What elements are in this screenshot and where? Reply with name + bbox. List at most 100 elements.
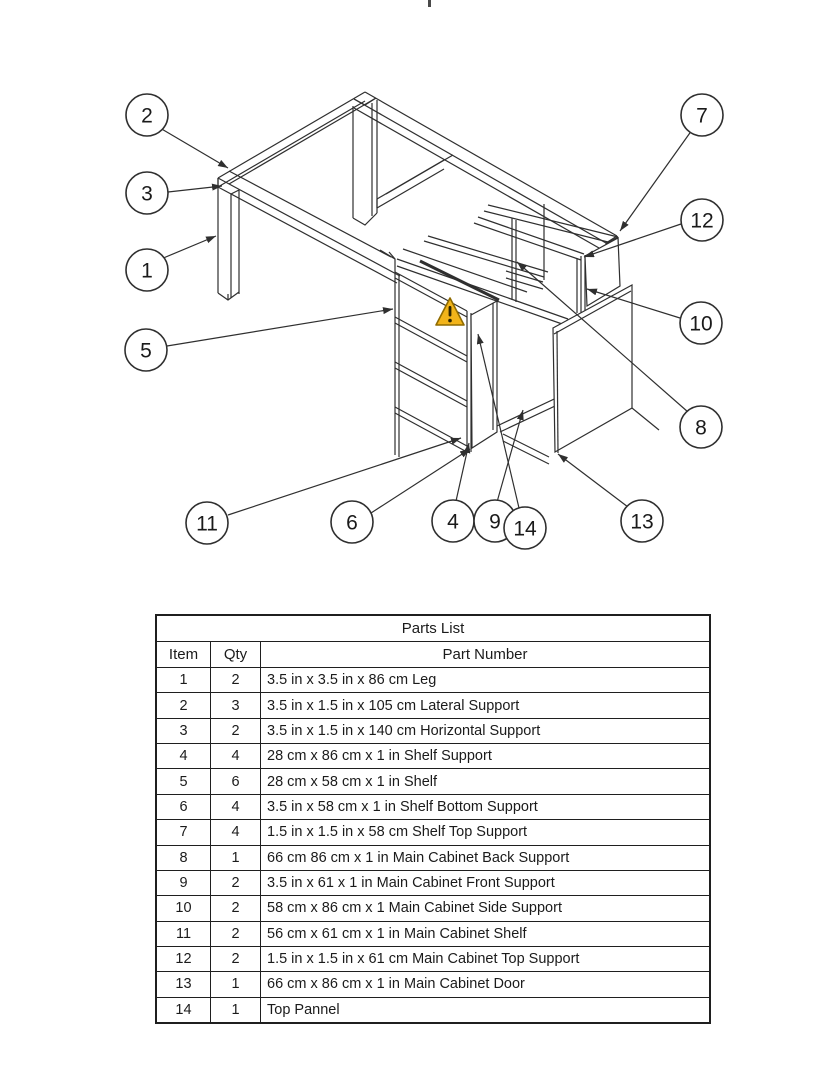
cabinet-door-panel: [552, 283, 633, 454]
leader-line-5: [166, 307, 394, 347]
cell-part-number: 28 cm x 86 cm x 1 in Shelf Support: [267, 748, 492, 765]
cell-item: 3: [157, 718, 211, 744]
cell-part-number: 3.5 in x 1.5 in x 105 cm Lateral Support: [267, 697, 520, 714]
svg-text:1: 1: [141, 260, 153, 283]
table-row: 5 6 28 cm x 58 cm x 1 in Shelf: [157, 769, 709, 795]
column-header-qty: Qty: [211, 642, 261, 667]
cell-qty: 2: [211, 870, 261, 896]
cell-item: 12: [157, 946, 211, 972]
leader-line-7: [619, 129, 693, 232]
leader-line-1: [160, 235, 217, 260]
balloon-12: 12: [680, 198, 724, 242]
svg-text:2: 2: [141, 105, 153, 128]
cell-qty: 2: [211, 921, 261, 946]
svg-text:3: 3: [141, 183, 153, 206]
leader-line-3: [167, 183, 223, 193]
lateral-support-rails: [379, 235, 569, 326]
cell-part-number: 56 cm x 61 cm x 1 in Main Cabinet Shelf: [267, 925, 527, 942]
leader-line-13: [557, 453, 629, 508]
cell-item: 13: [157, 972, 211, 997]
cell-part-number: 58 cm x 86 cm x 1 Main Cabinet Side Supp…: [267, 900, 562, 917]
cell-part-number: 1.5 in x 1.5 in x 58 cm Shelf Top Suppor…: [267, 824, 528, 841]
balloon-1: 1: [125, 248, 169, 292]
svg-text:9: 9: [489, 511, 501, 534]
cell-item: 5: [157, 769, 211, 794]
cell-part-number: 3.5 in x 61 x 1 in Main Cabinet Front Su…: [267, 875, 555, 892]
cell-part-number: 3.5 in x 1.5 in x 140 cm Horizontal Supp…: [267, 722, 541, 739]
svg-text:11: 11: [196, 513, 218, 536]
parts-list-title: Parts List: [157, 616, 709, 642]
table-row: 6 4 3.5 in x 58 cm x 1 in Shelf Bottom S…: [157, 794, 709, 821]
table-back-leg: [352, 100, 378, 226]
cell-qty: 4: [211, 820, 261, 845]
table-row: 9 2 3.5 in x 61 x 1 in Main Cabinet Fron…: [157, 870, 709, 897]
leader-line-11: [227, 437, 462, 516]
cell-part-number: Top Pannel: [267, 1001, 340, 1018]
leader-line-14: [476, 333, 520, 509]
table-row: 14 1 Top Pannel: [157, 997, 709, 1023]
leader-line-6: [370, 448, 471, 514]
cell-item: 6: [157, 794, 211, 820]
warning-icon: [435, 297, 465, 326]
cell-qty: 2: [211, 718, 261, 744]
cell-item: 9: [157, 870, 211, 896]
cell-part-number: 1.5 in x 1.5 in x 61 cm Main Cabinet Top…: [267, 951, 580, 968]
leader-line-10: [586, 288, 681, 319]
balloon-2: 2: [125, 93, 169, 137]
cell-qty: 1: [211, 997, 261, 1023]
cell-qty: 1: [211, 845, 261, 870]
cell-qty: 1: [211, 972, 261, 997]
column-header-part-number: Part Number: [442, 646, 528, 663]
main-cabinet: [473, 204, 660, 465]
table-row: 7 4 1.5 in x 1.5 in x 58 cm Shelf Top Su…: [157, 820, 709, 846]
svg-text:4: 4: [447, 511, 459, 534]
table-row: 1 2 3.5 in x 3.5 in x 86 cm Leg: [157, 668, 709, 694]
cell-part-number: 66 cm x 86 cm x 1 in Main Cabinet Door: [267, 976, 525, 993]
table-row: 13 1 66 cm x 86 cm x 1 in Main Cabinet D…: [157, 972, 709, 998]
parts-list-table: Parts List Item Qty Part Number 1 2 3.5 …: [155, 614, 711, 1024]
table-row: 3 2 3.5 in x 1.5 in x 140 cm Horizontal …: [157, 718, 709, 745]
cell-qty: 3: [211, 693, 261, 718]
cell-part-number: 66 cm 86 cm x 1 in Main Cabinet Back Sup…: [267, 849, 570, 866]
cell-qty: 2: [211, 896, 261, 921]
assembly-diagram: 2 3 1 5 7 12 10 8 11 6 4 914 13: [124, 91, 724, 550]
leader-line-9: [496, 409, 524, 503]
cell-part-number: 3.5 in x 3.5 in x 86 cm Leg: [267, 672, 437, 689]
cell-part-number: 28 cm x 58 cm x 1 in Shelf: [267, 773, 438, 790]
cell-item: 2: [157, 693, 211, 718]
table-row: 11 2 56 cm x 61 cm x 1 in Main Cabinet S…: [157, 921, 709, 947]
cell-qty: 6: [211, 769, 261, 794]
balloon-6: 6: [330, 500, 374, 544]
leader-line-2: [159, 127, 229, 169]
cell-qty: 4: [211, 744, 261, 769]
balloon-8: 8: [679, 405, 723, 449]
shelf-unit: [394, 271, 498, 457]
cell-item: 4: [157, 744, 211, 769]
table-front-leg: [217, 178, 240, 301]
cell-part-number: 3.5 in x 58 cm x 1 in Shelf Bottom Suppo…: [267, 798, 538, 815]
table-row: 12 2 1.5 in x 1.5 in x 61 cm Main Cabine…: [157, 946, 709, 973]
balloon-7: 7: [680, 93, 724, 137]
cell-item: 10: [157, 896, 211, 921]
svg-text:5: 5: [140, 340, 152, 363]
cell-item: 8: [157, 845, 211, 870]
svg-text:13: 13: [630, 511, 653, 534]
cell-qty: 2: [211, 668, 261, 693]
cell-item: 7: [157, 820, 211, 845]
table-row: 2 3 3.5 in x 1.5 in x 105 cm Lateral Sup…: [157, 693, 709, 719]
table-row: 10 2 58 cm x 86 cm x 1 Main Cabinet Side…: [157, 896, 709, 922]
table-row: 4 4 28 cm x 86 cm x 1 in Shelf Support: [157, 744, 709, 770]
cell-item: 14: [157, 997, 211, 1023]
leader-line-8: [516, 261, 689, 413]
cropped-title-mark: [428, 0, 431, 7]
svg-text:10: 10: [689, 313, 712, 336]
parts-list-header: Item Qty Part Number: [157, 642, 709, 668]
balloon-14: 14: [503, 506, 547, 550]
leader-lines: [159, 127, 693, 516]
balloon-5: 5: [124, 328, 168, 372]
balloon-10: 10: [679, 301, 723, 345]
balloon-13: 13: [620, 499, 664, 543]
cell-item: 11: [157, 921, 211, 946]
